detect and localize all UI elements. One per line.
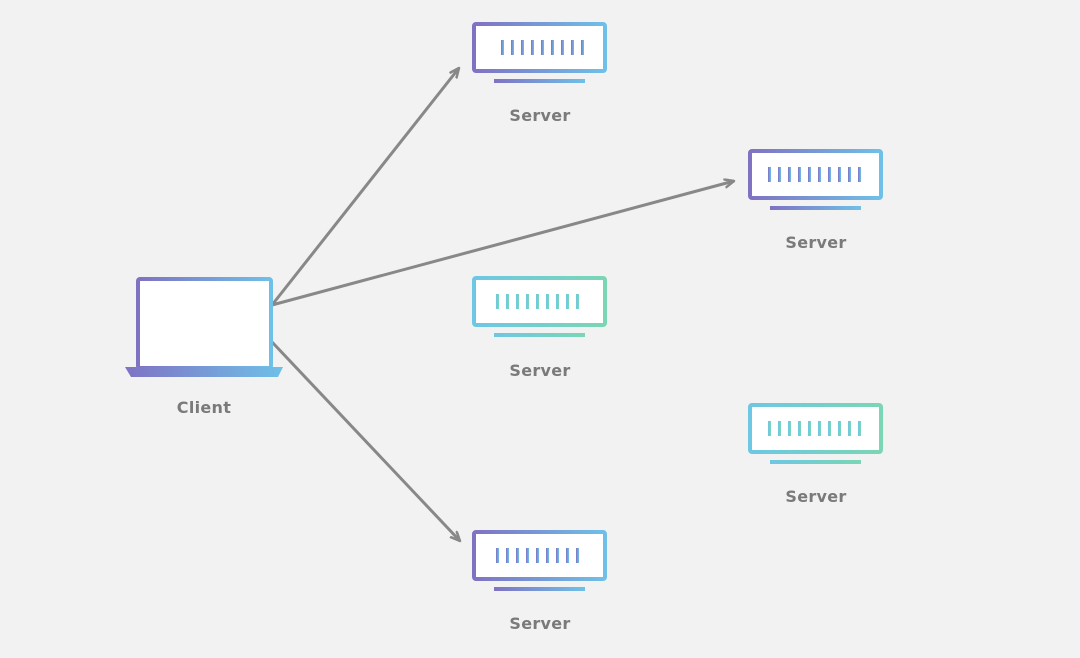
server-icon-bottom <box>472 530 607 591</box>
connections <box>270 68 734 541</box>
arrow-to-server-top <box>270 68 459 306</box>
server-label-bottom: Server <box>509 614 571 633</box>
server-icon-lower-right <box>748 403 883 464</box>
arrow-to-server-bottom <box>270 340 460 541</box>
server-label-top: Server <box>509 106 571 125</box>
server-icon-middle <box>472 276 607 337</box>
arrow-to-server-upper-right <box>271 181 734 307</box>
server-icon-upper-right <box>748 149 883 210</box>
client-label: Client <box>176 398 232 417</box>
server-icon-top <box>472 22 607 83</box>
server-label-upper-right: Server <box>785 233 847 252</box>
server-label-lower-right: Server <box>785 487 847 506</box>
server-label-middle: Server <box>509 361 571 380</box>
client-laptop-icon <box>125 277 283 377</box>
